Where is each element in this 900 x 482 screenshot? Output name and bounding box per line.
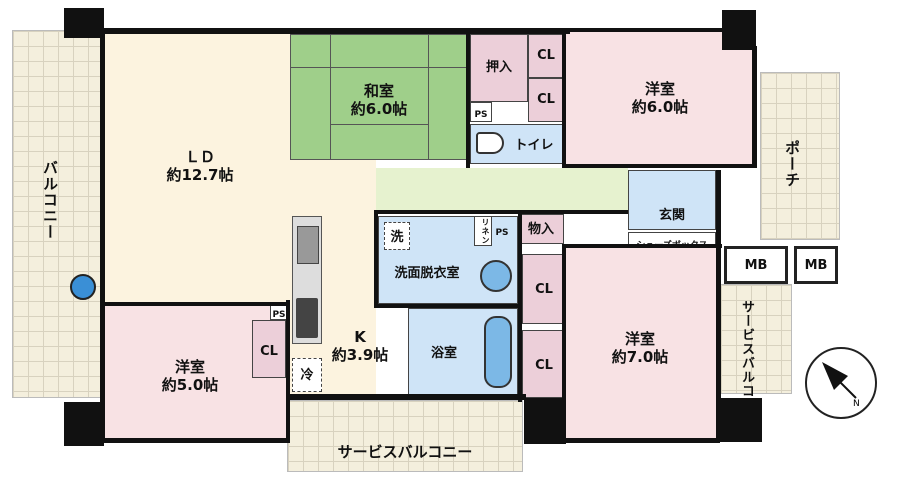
yoshitsu-se-name: 洋室 bbox=[624, 330, 655, 348]
tatami-line-v2 bbox=[428, 34, 429, 160]
linen bbox=[474, 216, 492, 246]
ps-lower-label: PS bbox=[272, 310, 286, 320]
oshiire bbox=[470, 34, 528, 102]
wall-bottom-sw bbox=[100, 438, 290, 443]
meter-box-2 bbox=[794, 246, 838, 284]
wall-hall-bottom bbox=[374, 210, 628, 214]
washitsu-name: 和室 bbox=[363, 82, 394, 100]
kitchen-name: K bbox=[354, 328, 366, 346]
wall-top-ne bbox=[566, 28, 726, 32]
toilet-label: トイレ bbox=[514, 138, 554, 153]
room-yoshitsu-se bbox=[566, 246, 718, 442]
tatami-line-v1 bbox=[330, 34, 331, 160]
service-balcony-bottom-label: サービスバルコニー bbox=[337, 443, 473, 461]
yoshitsu-sw-size: 約5.0帖 bbox=[161, 376, 219, 394]
washer-label: 洗 bbox=[390, 230, 404, 245]
hallway bbox=[376, 168, 628, 214]
compass-icon: N bbox=[805, 347, 877, 419]
closet-sw-label: CL bbox=[260, 344, 278, 359]
wall-bath-top bbox=[374, 304, 522, 308]
oshiire-label: 押入 bbox=[485, 60, 512, 75]
linen-label: リネン bbox=[481, 218, 490, 245]
fridge-label: 冷 bbox=[300, 368, 314, 383]
compass-label: N bbox=[853, 399, 860, 409]
wall-ne-bottom bbox=[562, 164, 756, 168]
pillar-bm bbox=[524, 398, 566, 444]
fridge-space bbox=[292, 358, 322, 392]
meter-box-2-label: MB bbox=[804, 258, 828, 273]
porch-label: ポーチ bbox=[783, 140, 801, 188]
yoshitsu-se-size: 約7.0帖 bbox=[611, 348, 669, 366]
pillar-tr bbox=[722, 10, 756, 50]
monoire bbox=[518, 214, 564, 244]
kitchen-size: 約3.9帖 bbox=[331, 346, 389, 364]
wall-top-ld bbox=[100, 28, 570, 34]
wall-k-bottom bbox=[286, 394, 526, 400]
closet-sw bbox=[252, 320, 286, 378]
closet-ne-2-label: CL bbox=[537, 92, 555, 107]
wash-label: 洗面脱衣室 bbox=[394, 266, 460, 281]
wall-left bbox=[100, 28, 105, 442]
sink-kitchen-icon bbox=[297, 226, 319, 264]
yoshitsu-ne-name: 洋室 bbox=[644, 80, 675, 98]
wall-se-left bbox=[562, 244, 566, 440]
wall-right-ne bbox=[752, 46, 757, 168]
closet-ne-1-label: CL bbox=[537, 48, 555, 63]
room-genkan bbox=[628, 170, 716, 230]
wall-ld-bottom bbox=[100, 302, 290, 306]
yoshitsu-sw-name: 洋室 bbox=[174, 358, 205, 376]
sink-icon bbox=[480, 260, 512, 292]
washer-space bbox=[384, 222, 410, 250]
closet-ne-2 bbox=[528, 78, 564, 122]
wall-k-left bbox=[286, 300, 290, 442]
tatami-line-h2 bbox=[330, 124, 428, 125]
bathtub-icon bbox=[484, 316, 512, 388]
room-ld bbox=[104, 30, 290, 304]
closet-mid-2 bbox=[522, 330, 566, 398]
pillar-br bbox=[718, 398, 762, 442]
closet-mid-1-label: CL bbox=[535, 282, 553, 297]
pillar-bl bbox=[64, 402, 104, 446]
pillar-tl bbox=[64, 8, 104, 38]
wall-wash-left bbox=[374, 212, 378, 308]
monoire-label: 物入 bbox=[527, 222, 554, 237]
yoshitsu-ne-size: 約6.0帖 bbox=[631, 98, 689, 116]
service-balcony-right bbox=[720, 284, 792, 394]
ps-mid-label: PS bbox=[495, 228, 509, 238]
service-balcony-right-label: サービスバルコニー bbox=[739, 300, 754, 426]
tatami-line-h bbox=[290, 67, 468, 68]
ps-upper bbox=[470, 102, 492, 122]
wall-genkan-bottom bbox=[562, 244, 722, 248]
washitsu-size: 約6.0帖 bbox=[350, 100, 408, 118]
wall-bottom-se bbox=[566, 438, 720, 443]
bath-label: 浴室 bbox=[430, 346, 457, 361]
balcony-left bbox=[12, 30, 104, 398]
closet-mid-2-label: CL bbox=[535, 358, 553, 373]
genkan-label: 玄関 bbox=[658, 208, 685, 223]
wall-ne-left bbox=[562, 30, 566, 168]
ld-size: 約12.7帖 bbox=[166, 166, 234, 184]
room-washitsu bbox=[290, 34, 468, 160]
service-balcony-bottom bbox=[287, 400, 523, 472]
toilet-icon bbox=[476, 132, 504, 154]
room-yoshitsu-ne bbox=[566, 30, 754, 166]
porch bbox=[760, 72, 840, 240]
ps-upper-label: PS bbox=[474, 110, 488, 120]
room-ld-corridor bbox=[290, 160, 376, 214]
stove-icon bbox=[296, 298, 318, 338]
drain-icon bbox=[70, 274, 96, 300]
meter-box-1-label: MB bbox=[744, 258, 768, 273]
wall-washitsu-right bbox=[466, 30, 470, 168]
ld-name: ＬＤ bbox=[184, 148, 215, 166]
wall-right-se bbox=[716, 170, 721, 442]
meter-box-1 bbox=[724, 246, 788, 284]
balcony-label: バルコニー bbox=[41, 160, 59, 240]
